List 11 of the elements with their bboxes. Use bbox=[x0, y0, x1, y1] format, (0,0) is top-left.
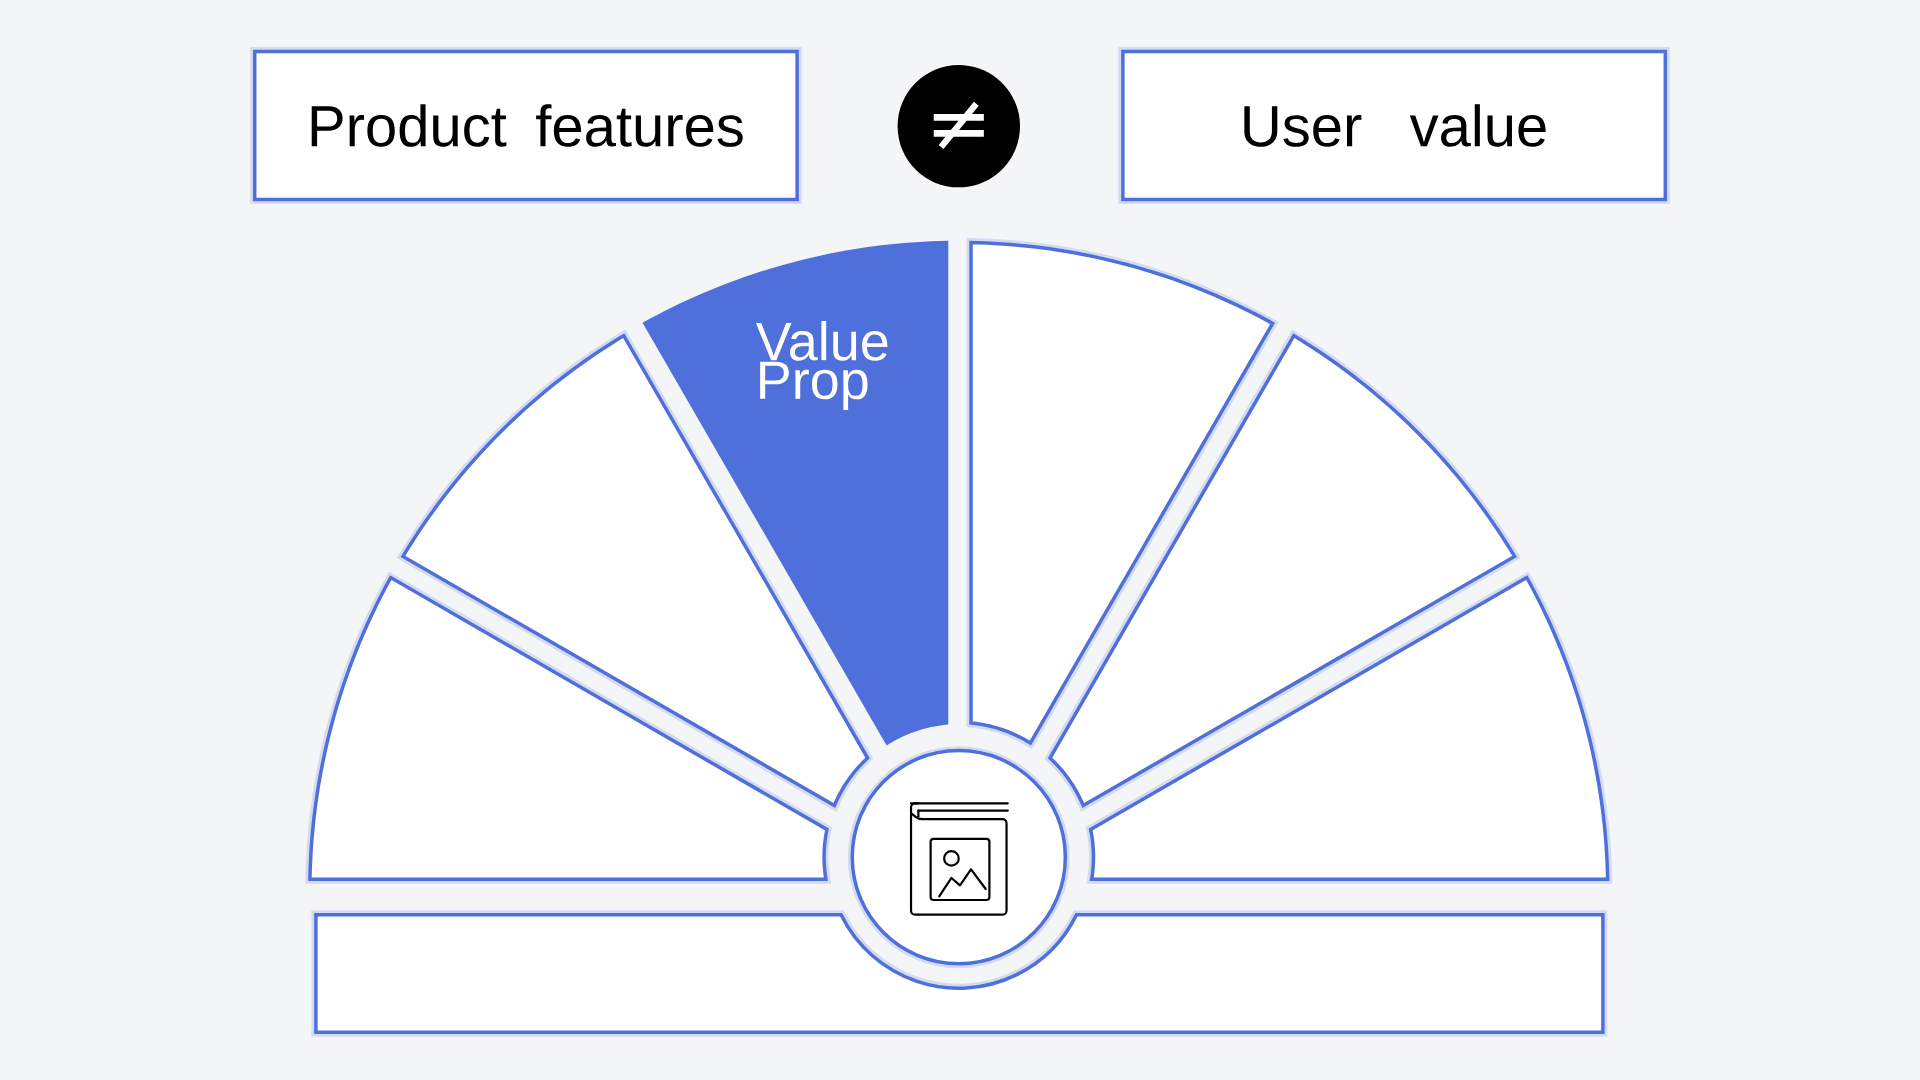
text-box bbox=[1118, 46, 1670, 205]
symbol-circle bbox=[897, 64, 1020, 188]
base-bar bbox=[311, 910, 1608, 1037]
label-text: Product features bbox=[311, 104, 743, 147]
center-circle bbox=[847, 746, 1070, 969]
sector-label: Value Prop bbox=[755, 321, 888, 411]
text-box bbox=[250, 46, 802, 205]
fan-sector bbox=[305, 571, 832, 884]
fan-sector bbox=[966, 237, 1279, 750]
label-text: ≠ bbox=[933, 101, 984, 149]
label-text: User value bbox=[1244, 104, 1546, 147]
